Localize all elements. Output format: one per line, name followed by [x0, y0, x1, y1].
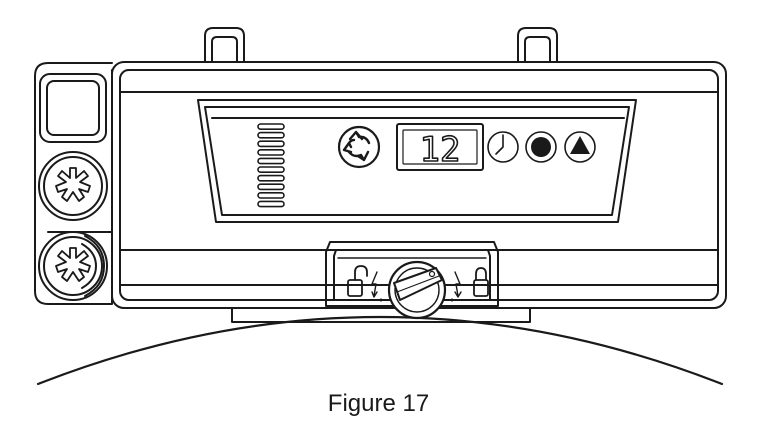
- level-bar: [257, 166, 285, 173]
- triangle-up-icon[interactable]: [564, 131, 596, 163]
- mounting-tab-right: [517, 27, 558, 63]
- level-bar: [257, 192, 285, 199]
- readout-text: 12: [420, 130, 461, 170]
- figure-caption: Figure 17: [327, 390, 430, 417]
- level-bar: [257, 157, 285, 165]
- unlock-icon: [347, 265, 378, 298]
- level-bar: [257, 174, 285, 182]
- rotary-dial[interactable]: [387, 260, 447, 320]
- tank-top-outline: [36, 315, 724, 386]
- level-bar: [257, 140, 285, 148]
- dial-indicator-dot: [450, 298, 454, 302]
- level-bar: [257, 131, 285, 139]
- mounting-tab-left: [204, 27, 245, 63]
- clock-icon[interactable]: [487, 131, 519, 163]
- dial-housing: [325, 241, 499, 307]
- asterisk-knob-icon: [55, 167, 91, 202]
- readout-window: [396, 123, 484, 171]
- dial-indicator-dot: [379, 298, 383, 302]
- asterisk-knob-icon: [55, 247, 91, 282]
- level-bar: [257, 149, 285, 156]
- knob-lower[interactable]: [38, 231, 108, 301]
- level-indicator: [257, 123, 285, 208]
- level-bar: [257, 200, 285, 208]
- knob-upper[interactable]: [38, 151, 108, 221]
- recycle-icon[interactable]: [337, 125, 381, 169]
- lock-icon: [454, 267, 489, 298]
- filled-circle-icon[interactable]: [525, 131, 557, 163]
- level-bar: [257, 183, 285, 191]
- display-bezel: [197, 99, 637, 223]
- level-bar: [257, 123, 285, 130]
- blank-button[interactable]: [39, 73, 107, 143]
